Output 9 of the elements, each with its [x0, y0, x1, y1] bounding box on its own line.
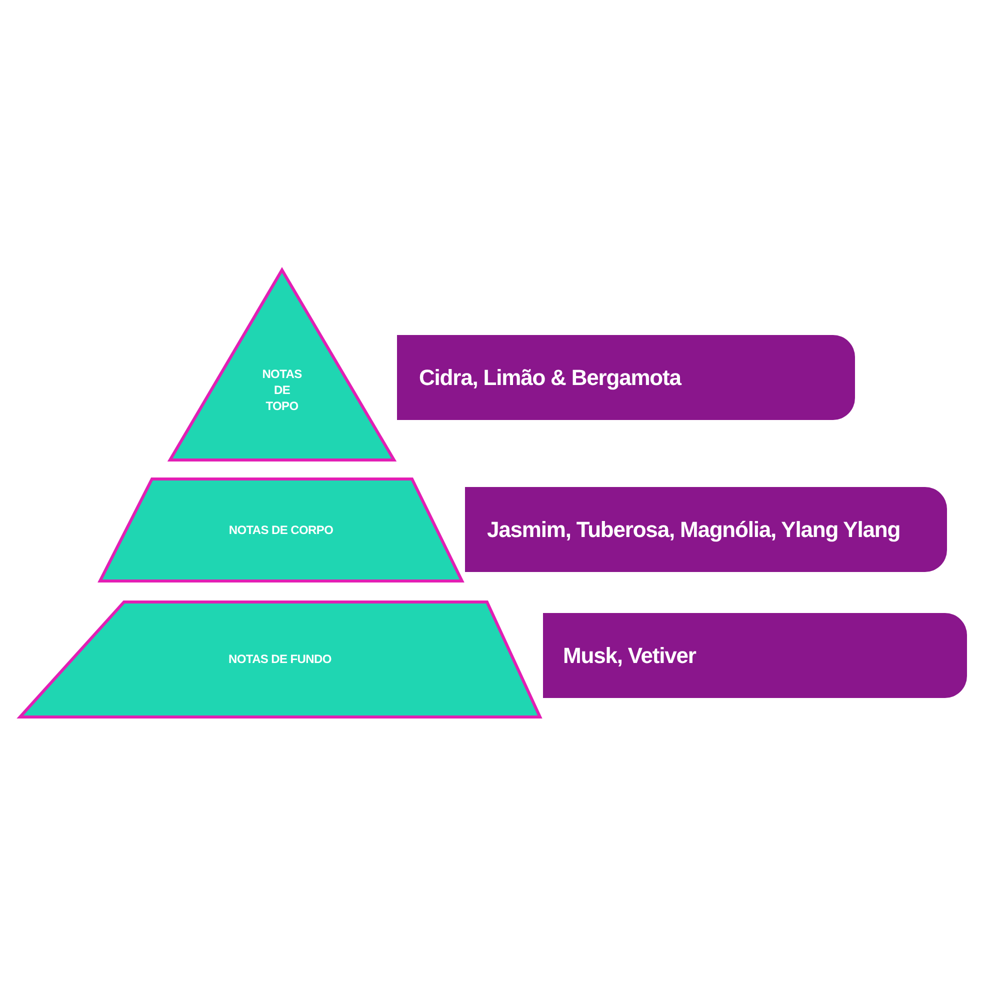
notes-bar [465, 487, 947, 572]
notes-bar [397, 335, 855, 420]
notes-text: Jasmim, Tuberosa, Magnólia, Ylang Ylang [487, 516, 900, 542]
tier-label: NOTAS DE CORPO [228, 522, 334, 538]
notes-text: Musk, Vetiver [563, 642, 696, 668]
notes-text: Cidra, Limão & Bergamota [419, 364, 681, 390]
tier-label: NOTAS DE TOPO [261, 366, 303, 414]
notes-bar [543, 613, 967, 698]
tier-label: NOTAS DE FUNDO [228, 651, 332, 668]
